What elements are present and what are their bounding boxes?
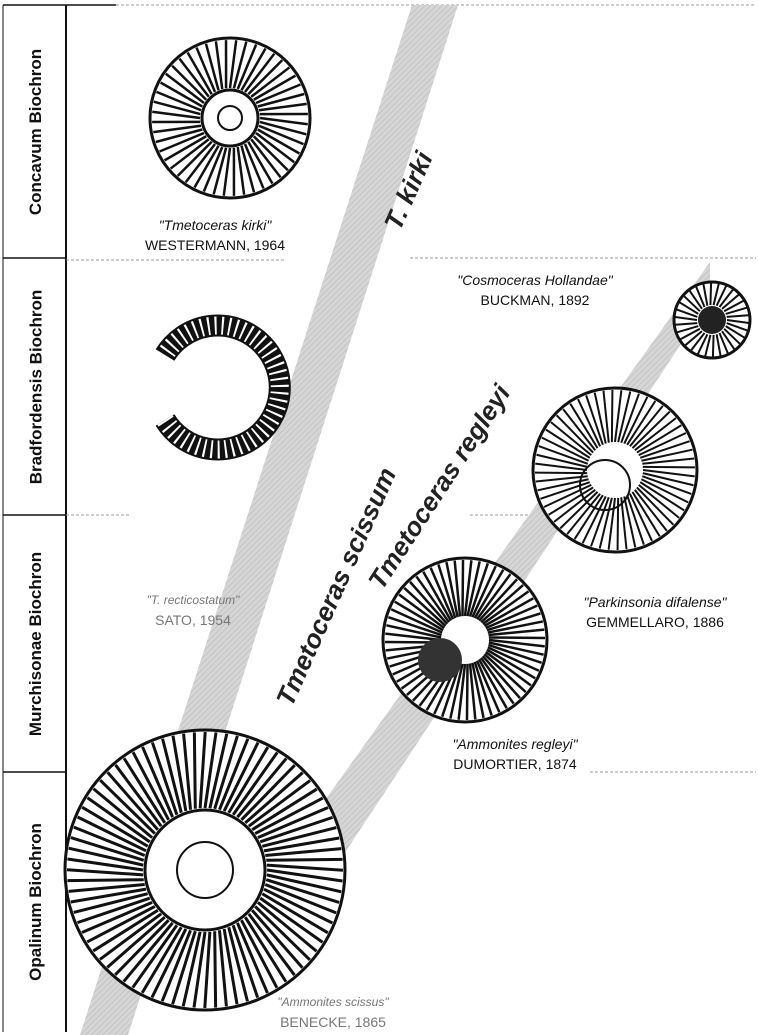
specimen-author: BENECKE, 1865: [238, 1012, 428, 1032]
specimen-caption-hollandae: "Cosmoceras Hollandae" BUCKMAN, 1892: [425, 270, 645, 310]
biochron-concavum: Concavum Biochron: [3, 5, 69, 258]
ammonite-hollandae: [674, 282, 750, 358]
specimen-caption-scissus: "Ammonites scissus" BENECKE, 1865: [238, 992, 428, 1032]
specimen-name: "Cosmoceras Hollandae": [425, 270, 645, 290]
biochron-opalinum: Opalinum Biochron: [3, 772, 69, 1032]
specimen-caption-kirki: "Tmetoceras kirki" WESTERMANN, 1964: [90, 215, 340, 255]
specimen-name: "T. recticostatum": [108, 590, 278, 610]
biochron-concavum-label: Concavum Biochron: [26, 48, 46, 214]
ammonite-difalense: [533, 388, 697, 552]
specimen-author: GEMMELLARO, 1886: [555, 612, 755, 632]
specimen-name: "Ammonites regleyi": [420, 734, 610, 754]
specimen-author: SATO, 1954: [108, 610, 278, 630]
biochron-bradfordensis: Bradfordensis Biochron: [3, 258, 69, 515]
specimen-caption-difalense: "Parkinsonia difalense" GEMMELLARO, 1886: [555, 592, 755, 632]
ammonite-scissus: [65, 730, 345, 1010]
biochron-murchisonae-label: Murchisonae Biochron: [26, 551, 46, 735]
ammonite-kirki: [150, 38, 310, 198]
specimen-name: "Tmetoceras kirki": [90, 215, 340, 235]
specimen-author: DUMORTIER, 1874: [420, 754, 610, 774]
specimen-name: "Parkinsonia difalense": [555, 592, 755, 612]
biochron-bradfordensis-label: Bradfordensis Biochron: [26, 289, 46, 484]
specimen-caption-regleyi: "Ammonites regleyi" DUMORTIER, 1874: [420, 734, 610, 774]
specimen-name: "Ammonites scissus": [238, 992, 428, 1012]
ammonite-regleyi: [383, 558, 547, 722]
specimen-author: BUCKMAN, 1892: [425, 290, 645, 310]
biochron-opalinum-label: Opalinum Biochron: [26, 823, 46, 981]
specimen-author: WESTERMANN, 1964: [90, 235, 340, 255]
ammonite-recticostatum: [165, 326, 280, 450]
specimen-caption-recticostatum: "T. recticostatum" SATO, 1954: [108, 590, 278, 630]
biochron-murchisonae: Murchisonae Biochron: [3, 515, 69, 772]
